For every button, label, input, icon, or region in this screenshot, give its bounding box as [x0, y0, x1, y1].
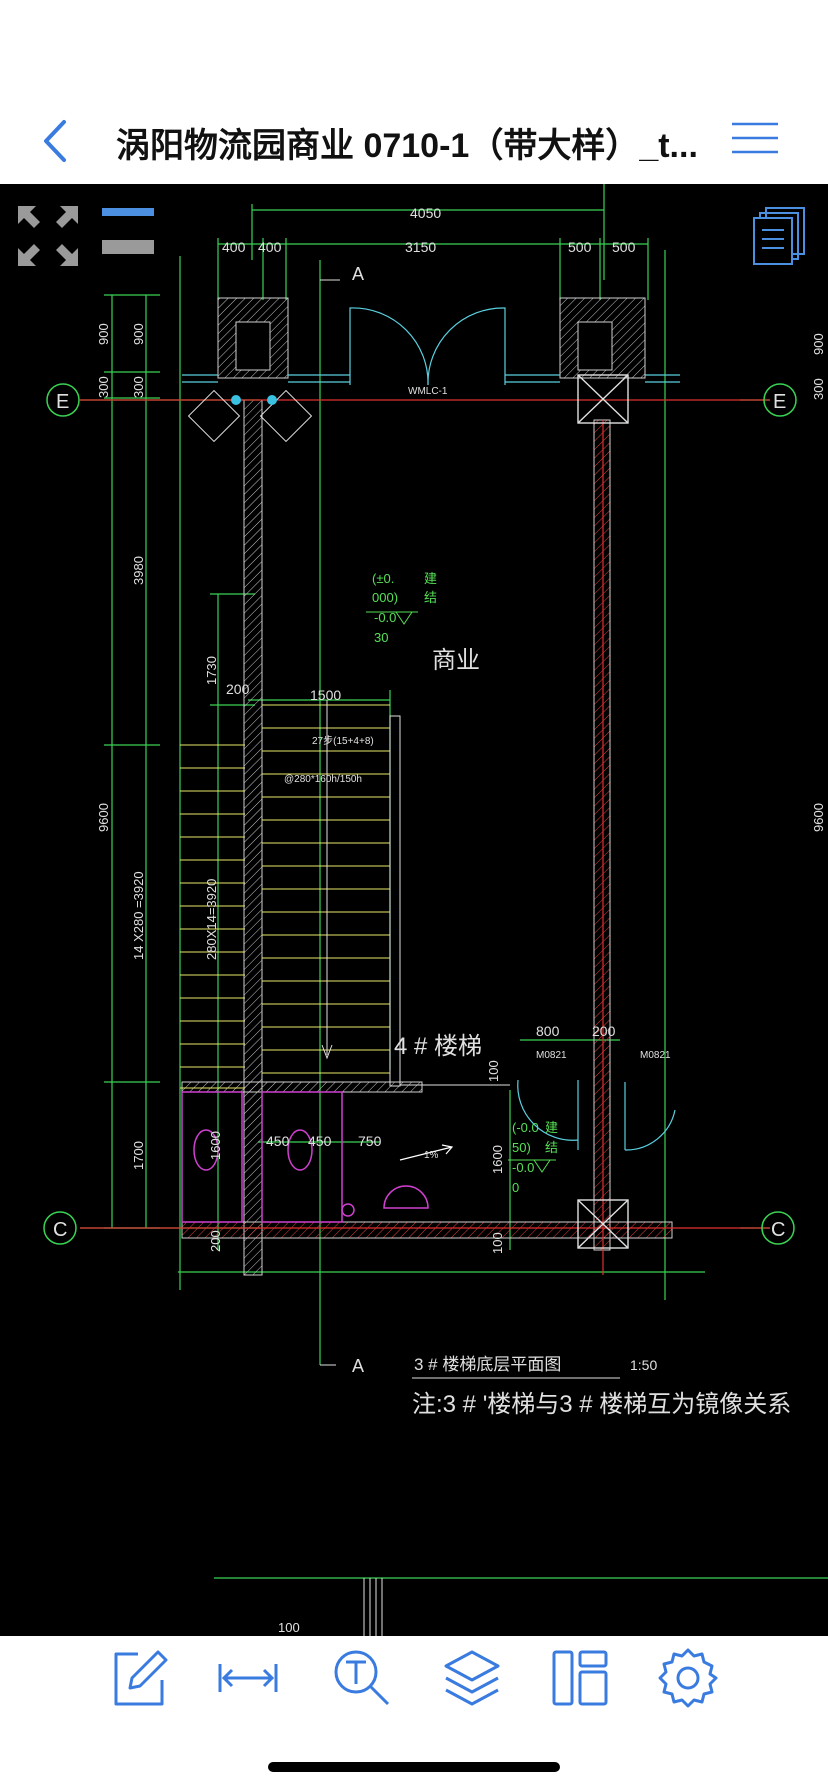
stair-dim-1500: 1500	[310, 687, 341, 703]
elev-2-line1: (-0.0	[512, 1120, 539, 1135]
dim-800: 800	[536, 1023, 560, 1039]
layout-list-icon[interactable]	[752, 206, 808, 266]
dim-200b: 200	[592, 1023, 616, 1039]
elev-jie: 结	[424, 590, 437, 605]
door-m0821a: M0821	[536, 1050, 567, 1061]
door-wmlc: WMLC-1	[408, 386, 448, 397]
dim-750: 750	[358, 1133, 382, 1149]
dim-right-9600: 9600	[811, 803, 826, 832]
menu-icon[interactable]	[730, 118, 780, 158]
dim-left-300a: 300	[96, 376, 111, 398]
background-toggle-icon[interactable]	[100, 206, 156, 256]
dim-top-500a: 500	[568, 239, 592, 255]
dim-450a: 450	[266, 1133, 290, 1149]
dim-450b: 450	[308, 1133, 332, 1149]
section-a-bottom: A	[352, 1356, 364, 1376]
dim-top-400b: 400	[258, 239, 282, 255]
elev-2-line4: 0	[512, 1180, 519, 1195]
plan-title: 3 # 楼梯底层平面图	[414, 1355, 561, 1374]
dim-left-1700: 1700	[131, 1141, 146, 1170]
layers-icon[interactable]	[440, 1646, 504, 1710]
measure-icon[interactable]	[216, 1646, 280, 1710]
dim-left-1730: 1730	[204, 656, 219, 685]
home-indicator[interactable]	[268, 1762, 560, 1772]
elev-1-line2: 000)	[372, 590, 398, 605]
drawing-canvas[interactable]: 4050 400 400 3150 500 500 A A WMLC-1 900…	[0, 184, 828, 1636]
dim-right-300: 300	[811, 378, 826, 400]
plan-scale: 1:50	[630, 1357, 657, 1373]
elev-2-line2: 50)	[512, 1140, 531, 1155]
plan-note: 注:3 # '楼梯与3 # 楼梯互为镜像关系	[412, 1391, 791, 1418]
dim-top-400a: 400	[222, 239, 246, 255]
stair-dim-200: 200	[226, 681, 250, 697]
dim-bottom-100: 100	[278, 1620, 300, 1635]
dim-left-9600: 9600	[96, 803, 111, 832]
dim-top-4050: 4050	[410, 205, 441, 221]
dim-left-300b: 300	[131, 376, 146, 398]
stair-note-1: 27步(15+4+8)	[312, 735, 374, 747]
fullscreen-icon[interactable]	[16, 204, 80, 268]
dim-left-900a: 900	[96, 323, 111, 345]
document-title: 涡阳物流园商业 0710-1（带大样）_t...	[116, 127, 698, 165]
elev-1-line3: -0.0	[374, 610, 396, 625]
axis-e-right: E	[773, 391, 786, 413]
cad-drawing: 4050 400 400 3150 500 500 A A WMLC-1 900…	[43, 184, 828, 1636]
section-a-top: A	[352, 264, 364, 284]
layout-icon[interactable]	[548, 1646, 612, 1710]
text-search-icon[interactable]	[330, 1646, 394, 1710]
elev-1-line4: 30	[374, 630, 388, 645]
room-label: 商业	[432, 647, 480, 674]
dim-left-3920b: 280X14=3920	[204, 879, 219, 960]
dim-100: 100	[486, 1060, 501, 1082]
door-m0821b: M0821	[640, 1050, 671, 1061]
stair-label: 4 # 楼梯	[394, 1033, 482, 1060]
dim-100b: 100	[490, 1232, 505, 1254]
stair-note-2: @280*160h/150h	[284, 774, 362, 785]
slope: 1%	[424, 1150, 439, 1161]
axis-c-right: C	[771, 1219, 785, 1241]
dim-right-900: 900	[811, 333, 826, 355]
elev-1-line1: (±0.	[372, 571, 394, 586]
dim-top-500b: 500	[612, 239, 636, 255]
dim-left-1600: 1600	[208, 1131, 223, 1160]
elev-2-line3: -0.0	[512, 1160, 534, 1175]
settings-gear-icon[interactable]	[656, 1646, 720, 1710]
elev-jian: 建	[424, 571, 437, 586]
elev-2-jie: 结	[545, 1140, 558, 1155]
title-bar: 涡阳物流园商业 0710-1（带大样）_t...	[0, 0, 828, 184]
dim-left-3980: 3980	[131, 556, 146, 585]
edit-icon[interactable]	[108, 1646, 172, 1710]
back-icon[interactable]	[36, 114, 76, 168]
dim-left-3920a: 14 X280 =3920	[131, 871, 146, 960]
elev-2-jian: 建	[545, 1120, 558, 1135]
dim-1600b: 1600	[490, 1145, 505, 1174]
dim-left-900b: 900	[131, 323, 146, 345]
dim-left-200: 200	[208, 1230, 223, 1252]
axis-c-left: C	[53, 1219, 67, 1241]
dim-top-3150: 3150	[405, 239, 436, 255]
axis-e-left: E	[56, 391, 69, 413]
